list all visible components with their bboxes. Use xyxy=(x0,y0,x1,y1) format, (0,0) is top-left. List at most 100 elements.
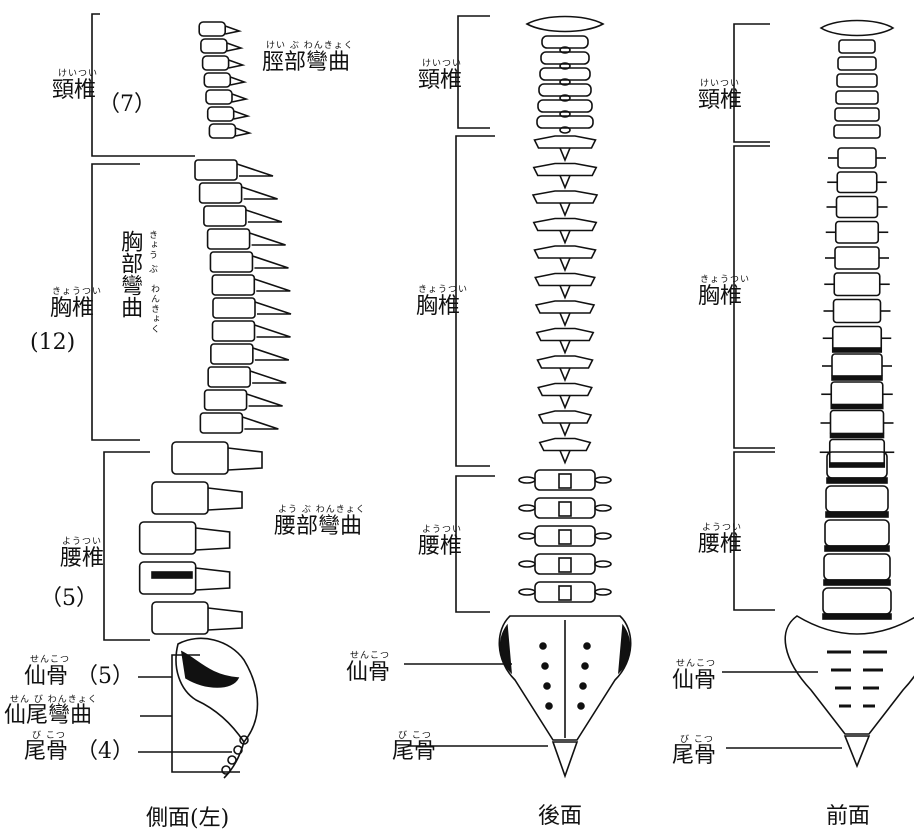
lumbar-vertebra-posterior xyxy=(535,554,595,574)
spinous-process-posterior xyxy=(560,258,570,270)
spinous-process-posterior xyxy=(560,148,570,160)
label-coccyx-anterior: 尾骨 xyxy=(672,745,716,767)
cervical-vertebra-anterior xyxy=(834,125,880,138)
label-thoracic-posterior: 胸椎 xyxy=(416,296,460,318)
thoracic-vertebra-lateral xyxy=(212,275,254,295)
lumbar-vertebra-anterior xyxy=(824,554,890,580)
thoracic-vertebra-posterior xyxy=(536,301,594,313)
spinous-process-posterior xyxy=(559,502,571,516)
label-sacrum-posterior: 仙骨 xyxy=(346,662,390,684)
coccyx-posterior xyxy=(553,742,577,776)
intervertebral-disc-anterior xyxy=(827,478,887,483)
thoracic-vertebra-lateral xyxy=(211,344,253,364)
intervertebral-disc-anterior xyxy=(831,405,883,409)
sacral-foramen-posterior xyxy=(540,643,546,649)
thoracic-vertebra-anterior xyxy=(831,382,883,407)
cervical-vertebra-lateral xyxy=(208,107,234,121)
spinous-process-posterior xyxy=(560,396,570,408)
spinous-process-lateral xyxy=(250,371,286,383)
transverse-process-posterior xyxy=(519,561,535,567)
transverse-process-posterior xyxy=(595,533,611,539)
cervical-vertebra-lateral xyxy=(201,39,227,53)
thoracic-vertebra-anterior xyxy=(833,327,882,351)
cervical-vertebra-lateral xyxy=(209,124,235,138)
thoracic-vertebra-posterior xyxy=(537,329,594,341)
thoracic-vertebra-posterior xyxy=(535,274,595,286)
spinous-process-posterior xyxy=(560,286,570,298)
label-sacral-curve: 仙尾彎曲 xyxy=(4,705,92,727)
lumbar-vertebra-posterior xyxy=(535,498,595,518)
spinous-process-lateral xyxy=(250,233,286,245)
cervical-vertebra-anterior xyxy=(836,91,878,104)
bracket-lumbar-lateral xyxy=(104,452,150,640)
spinous-process-lateral xyxy=(237,164,273,176)
spinous-process-lateral xyxy=(247,394,283,406)
transverse-process-posterior xyxy=(595,477,611,483)
spinous-process-lateral xyxy=(225,26,239,34)
sacral-foramen-posterior xyxy=(544,683,550,689)
lumbar-vertebra-lateral xyxy=(172,442,228,474)
cervical-vertebra-anterior xyxy=(837,74,877,87)
spinous-process-lateral xyxy=(246,210,282,222)
thoracic-vertebra-posterior xyxy=(538,356,593,368)
thoracic-vertebra-lateral xyxy=(200,183,242,203)
label-thoracic-lateral: 胸椎 xyxy=(50,298,94,320)
lumbar-vertebra-anterior xyxy=(825,520,889,546)
spinous-process-posterior xyxy=(560,341,570,353)
spinous-process-lateral xyxy=(235,128,249,136)
intervertebral-disc-anterior xyxy=(830,463,885,467)
intervertebral-disc-anterior xyxy=(832,376,882,380)
sacral-foramen-posterior xyxy=(582,663,588,669)
thoracic-vertebra-lateral xyxy=(208,367,250,387)
sacrum-lateral xyxy=(176,638,257,742)
sacral-foramen-posterior xyxy=(542,663,548,669)
lumbar-vertebra-anterior xyxy=(826,486,888,512)
spinous-process-posterior xyxy=(560,231,570,243)
thoracic-vertebra-lateral xyxy=(208,229,250,249)
cervical-vertebra-lateral xyxy=(204,73,230,87)
label-cervical-lateral: 頸椎 xyxy=(52,80,96,102)
thoracic-vertebra-posterior xyxy=(535,136,596,148)
label-lumbar-lateral: 腰椎 xyxy=(60,548,104,570)
thoracic-vertebra-anterior xyxy=(832,354,882,378)
intervertebral-disc-anterior xyxy=(833,348,882,352)
posterior-brackets xyxy=(404,16,548,746)
spinous-process-posterior xyxy=(560,203,570,215)
intervertebral-disc-anterior xyxy=(831,434,884,438)
caption-posterior: 後面 xyxy=(538,798,582,830)
anterior-spine-drawing xyxy=(785,21,914,767)
spinous-process-lateral xyxy=(208,608,242,630)
count-coccyx-lateral: （4） xyxy=(76,741,134,763)
spinous-process-lateral xyxy=(208,488,242,510)
lateral-spine-drawing xyxy=(140,22,291,778)
lumbar-vertebra-lateral xyxy=(140,522,196,554)
thoracic-vertebra-anterior xyxy=(837,172,877,193)
count-cervical-lateral: （7） xyxy=(98,94,156,116)
spinous-process-posterior xyxy=(559,530,571,544)
count-sacrum-lateral: （5） xyxy=(76,666,134,688)
lumbar-vertebra-anterior xyxy=(823,588,891,614)
spinous-process-lateral xyxy=(242,187,278,199)
spinous-process-lateral xyxy=(230,77,244,85)
sacral-foramen-posterior xyxy=(580,683,586,689)
sacral-foramen-posterior xyxy=(546,703,552,709)
label-cervical-curve: 脛部彎曲 xyxy=(262,52,350,74)
spinous-process-posterior xyxy=(560,368,570,380)
intervertebral-disc-lateral xyxy=(152,572,192,578)
sacroiliac-shading-right xyxy=(619,626,629,672)
intervertebral-disc-anterior xyxy=(824,580,890,585)
spinous-process-posterior xyxy=(560,313,570,325)
lumbar-vertebra-posterior xyxy=(535,470,595,490)
label-sacrum-anterior: 仙骨 xyxy=(672,670,716,692)
transverse-process-posterior xyxy=(595,505,611,511)
thoracic-vertebra-anterior xyxy=(837,197,878,218)
bracket-cervical-lateral xyxy=(92,14,195,156)
spinous-process-posterior xyxy=(559,474,571,488)
spinous-process-lateral xyxy=(254,279,290,291)
ruby-thoracic-curve-1: きょう ぶ xyxy=(146,230,159,274)
intervertebral-disc-anterior xyxy=(826,512,888,517)
spinous-process-posterior xyxy=(560,451,570,463)
spinous-process-posterior xyxy=(559,586,571,600)
spinous-process-lateral xyxy=(232,94,246,102)
thoracic-vertebra-posterior xyxy=(539,411,591,423)
